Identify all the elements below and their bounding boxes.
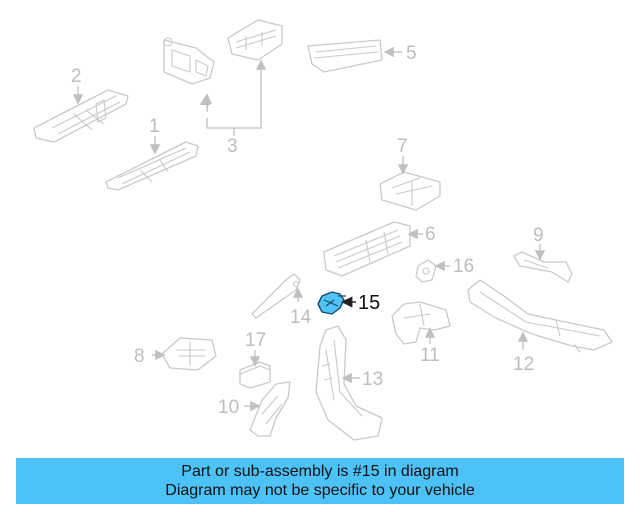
part-6-vent-grille[interactable] bbox=[323, 221, 411, 277]
part-10-bracket-duct[interactable] bbox=[249, 381, 291, 437]
label-15: 15 bbox=[358, 292, 380, 314]
label-3: 3 bbox=[227, 136, 238, 157]
part-9-bracket[interactable] bbox=[513, 251, 573, 283]
label-6: 6 bbox=[425, 224, 436, 245]
part-5-panel[interactable] bbox=[307, 39, 383, 73]
part-3-duct[interactable] bbox=[227, 19, 283, 61]
part-12-duct[interactable] bbox=[467, 279, 613, 353]
part-17-block[interactable] bbox=[239, 361, 271, 389]
part-4-actuator[interactable] bbox=[163, 37, 215, 85]
label-10: 10 bbox=[218, 397, 239, 418]
part-16-clip[interactable] bbox=[415, 259, 437, 283]
part-8-small-vent[interactable] bbox=[161, 337, 217, 371]
info-banner: Part or sub-assembly is #15 in diagram D… bbox=[16, 458, 624, 504]
label-14: 14 bbox=[290, 307, 312, 328]
label-12: 12 bbox=[513, 354, 534, 375]
part-1-lower-vent[interactable] bbox=[105, 141, 199, 191]
label-2: 2 bbox=[71, 66, 82, 87]
part-2-center-vent[interactable] bbox=[33, 89, 129, 143]
label-1: 1 bbox=[149, 116, 160, 137]
part-11-elbow-duct[interactable] bbox=[391, 301, 451, 345]
banner-line-1: Part or sub-assembly is #15 in diagram bbox=[181, 463, 459, 480]
label-9: 9 bbox=[533, 225, 544, 246]
parts-diagram: 2 1 4 3 5 7 6 bbox=[33, 19, 613, 441]
label-11: 11 bbox=[420, 345, 440, 366]
part-13-tall-duct[interactable] bbox=[315, 325, 383, 441]
part-7-side-vent[interactable] bbox=[379, 171, 441, 211]
label-8: 8 bbox=[134, 346, 145, 367]
label-4: 4 bbox=[200, 92, 211, 113]
label-7: 7 bbox=[397, 136, 408, 157]
label-17: 17 bbox=[245, 330, 266, 351]
banner-line-2: Diagram may not be specific to your vehi… bbox=[165, 482, 475, 499]
part-15-highlighted-sensor[interactable] bbox=[317, 291, 346, 315]
label-13: 13 bbox=[362, 369, 383, 390]
label-5: 5 bbox=[406, 43, 417, 64]
label-16: 16 bbox=[453, 256, 474, 277]
